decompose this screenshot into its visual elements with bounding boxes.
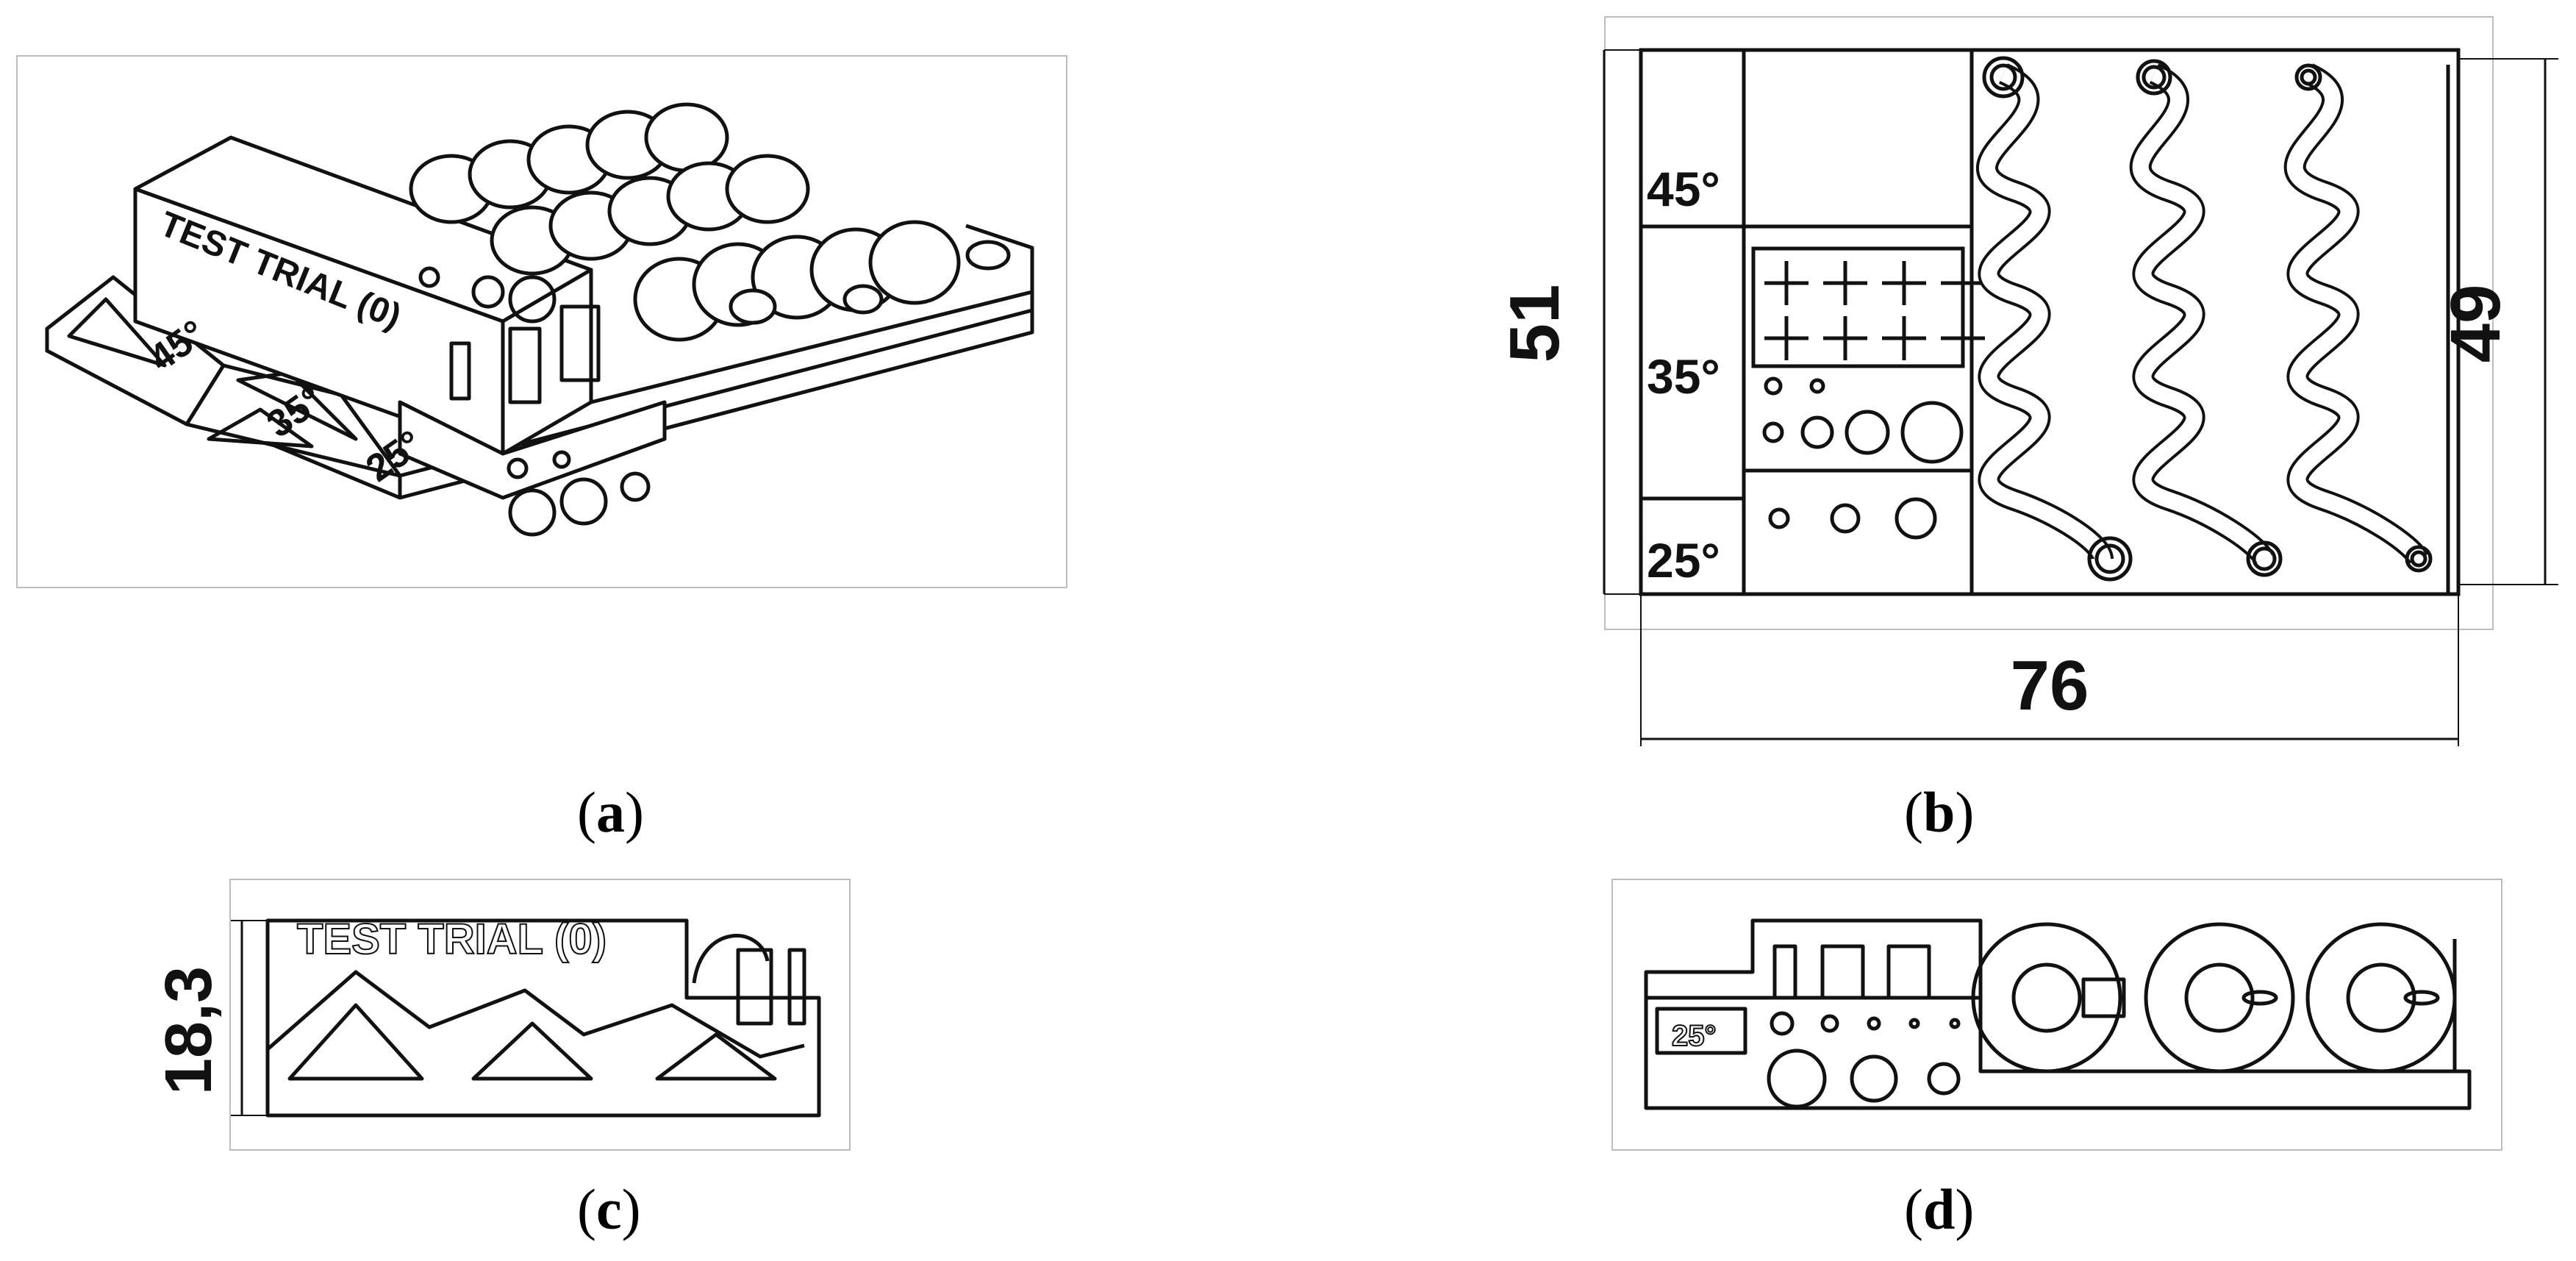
caption-c: (c) xyxy=(577,1177,641,1241)
angle-label-35-b: 35° xyxy=(1647,349,1720,404)
caption-a: (a) xyxy=(577,780,644,844)
caption-d: (d) xyxy=(1904,1177,1975,1241)
panel-d-front-view: 25° xyxy=(1611,879,2502,1151)
dimension-51: 51 xyxy=(1495,285,1574,363)
angle-label-25-d: 25° xyxy=(1672,1020,1717,1052)
angle-label-25-b: 25° xyxy=(1647,533,1720,587)
dimension-18-3: 18,3 xyxy=(152,965,226,1096)
panel-a-isometric-view: TEST TRIAL (0) 45° 35° 25° xyxy=(16,55,1067,588)
dimension-76: 76 xyxy=(2011,646,2089,725)
model-text-c: TEST TRIAL (0) xyxy=(297,915,607,963)
front-view-drawing: 25° xyxy=(1644,918,2472,1110)
side-view-drawing: TEST TRIAL (0) xyxy=(231,915,821,1118)
dimension-49: 49 xyxy=(2436,285,2515,363)
isometric-drawing: TEST TRIAL (0) 45° 35° 25° xyxy=(45,102,1034,537)
panel-c-side-view: TEST TRIAL (0) xyxy=(229,879,851,1151)
angle-label-45-b: 45° xyxy=(1647,162,1720,216)
caption-b: (b) xyxy=(1904,780,1975,844)
